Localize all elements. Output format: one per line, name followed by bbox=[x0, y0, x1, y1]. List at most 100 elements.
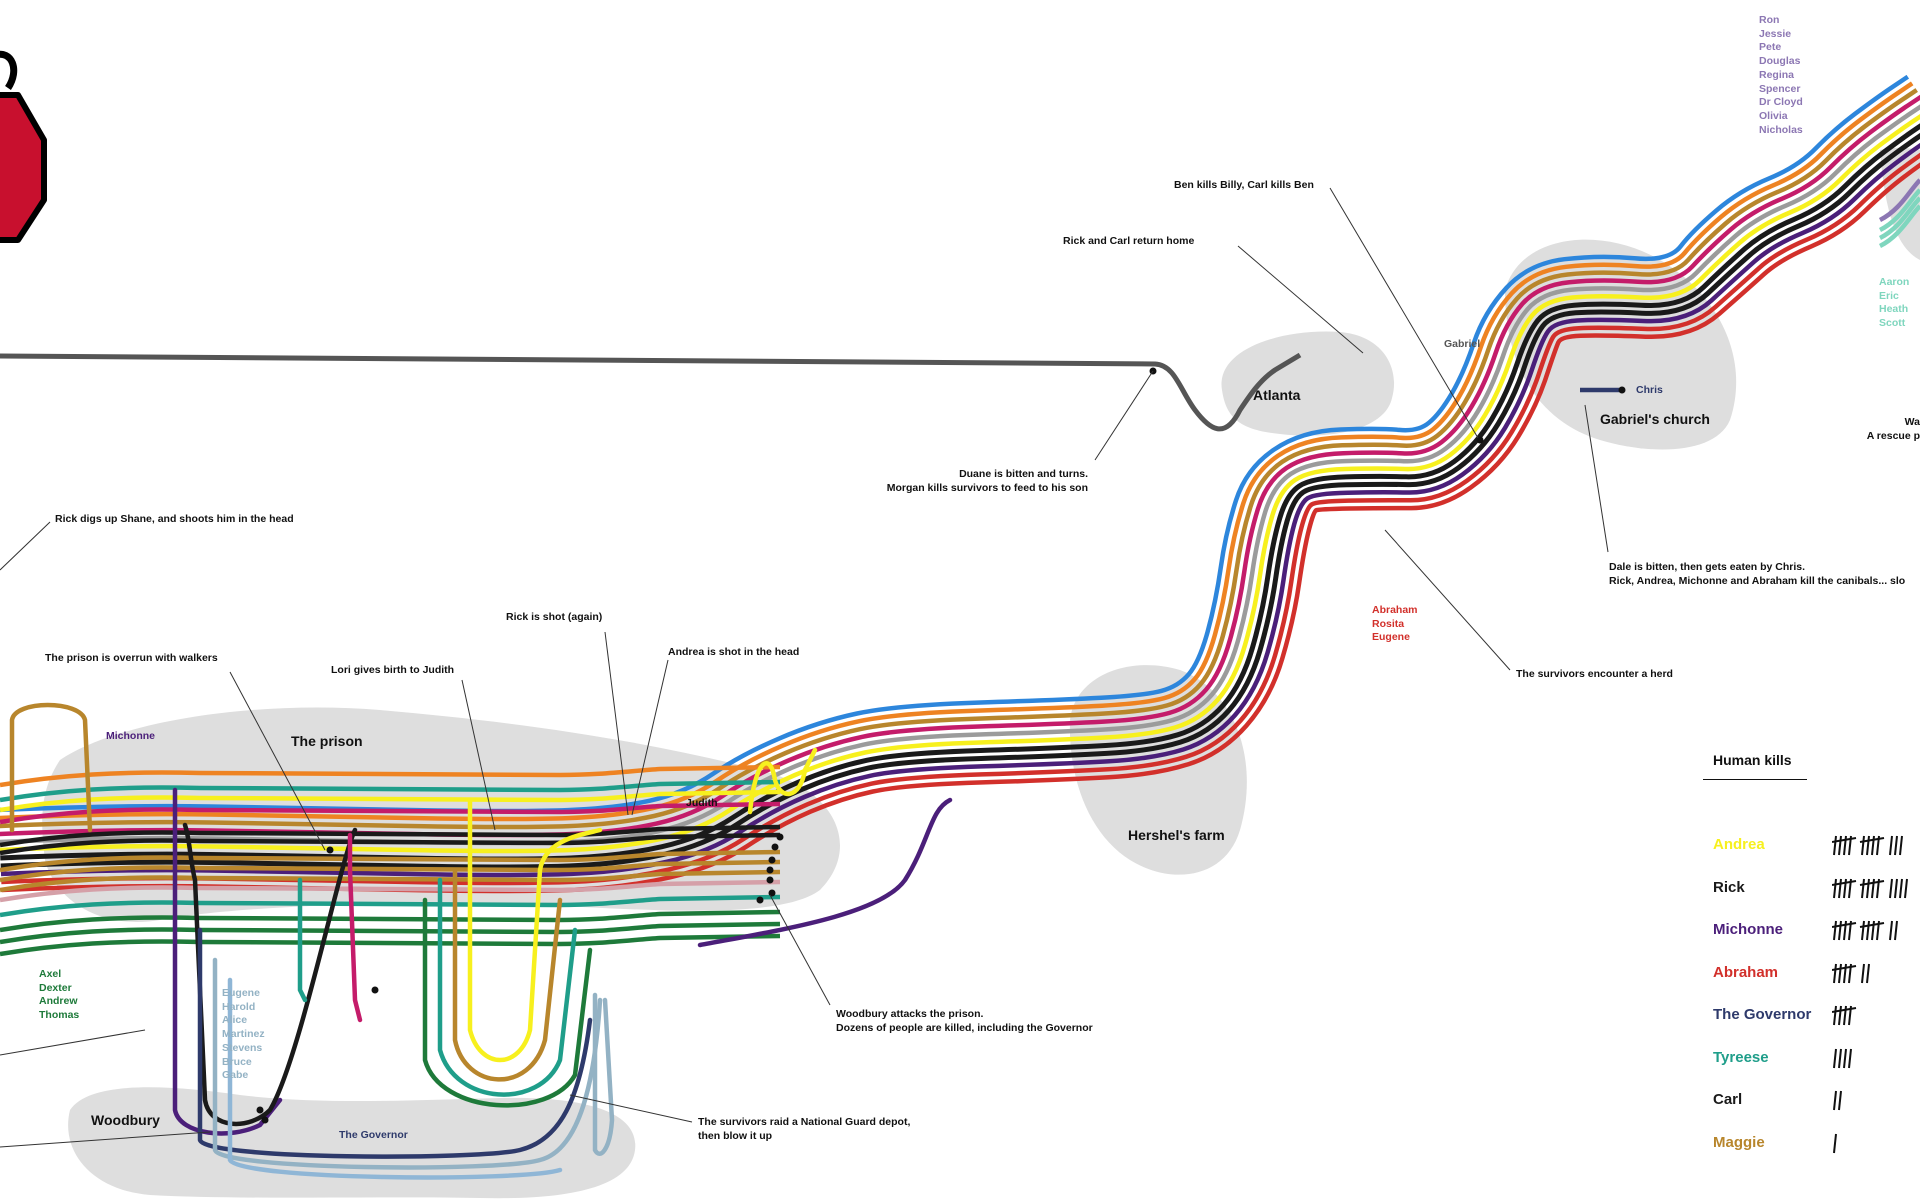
prison-character-line bbox=[0, 859, 781, 883]
event-rick-shot: Rick is shot (again) bbox=[506, 611, 603, 623]
label-the-governor: The Governor bbox=[339, 1129, 408, 1141]
kill-name-the-governor: The Governor bbox=[1713, 1006, 1812, 1023]
loop-line bbox=[467, 797, 603, 1063]
prison-character-line bbox=[0, 832, 781, 856]
character-line bbox=[0, 113, 1920, 854]
event-lori: Lori gives birth to Judith bbox=[331, 664, 455, 676]
stop-dot bbox=[766, 876, 774, 884]
tally-mark bbox=[1833, 963, 1837, 983]
tally-mark bbox=[1838, 1048, 1842, 1068]
stop-dot bbox=[326, 846, 334, 854]
alexandria-dr-cloyd: Dr Cloyd bbox=[1759, 96, 1803, 109]
prison-character-line bbox=[0, 824, 781, 848]
event-rescue: Wa A rescue p bbox=[1866, 416, 1920, 443]
tally-mark bbox=[1861, 963, 1865, 983]
tally-mark bbox=[1833, 878, 1837, 898]
tally-mark bbox=[1838, 878, 1842, 898]
human-kills-underline bbox=[1703, 779, 1807, 780]
loop-line bbox=[9, 702, 93, 833]
place-gabriels-church: Gabriel's church bbox=[1600, 411, 1710, 427]
recruiter-scott: Scott bbox=[1879, 317, 1906, 330]
prisoner-dexter: Dexter bbox=[39, 981, 72, 994]
place-hershels-farm: Hershel's farm bbox=[1128, 827, 1225, 843]
tally-strike bbox=[1832, 922, 1857, 928]
label-michonne: Michonne bbox=[106, 730, 155, 742]
prison-character-line bbox=[0, 764, 781, 788]
place-woodbury: Woodbury bbox=[91, 1112, 160, 1128]
character-line bbox=[0, 132, 1920, 870]
alexandria-nicholas: Nicholas bbox=[1759, 123, 1803, 136]
recruiter-eric: Eric bbox=[1879, 289, 1899, 302]
event-shane: Rick digs up Shane, and shoots him in th… bbox=[55, 513, 294, 525]
place-atlanta: Atlanta bbox=[1253, 387, 1301, 403]
kill-name-maggie: Maggie bbox=[1713, 1133, 1765, 1151]
depot-harold: Harold bbox=[222, 1000, 256, 1013]
tally-mark bbox=[1838, 835, 1842, 856]
new-arrivals-line bbox=[1878, 196, 1920, 241]
character-line bbox=[0, 142, 1920, 878]
tally-mark bbox=[1838, 920, 1842, 941]
prisoner-thomas: Thomas bbox=[39, 1009, 80, 1022]
tally-mark bbox=[1861, 878, 1865, 898]
label-chris: Chris bbox=[1636, 384, 1663, 396]
kill-tally bbox=[1832, 1005, 1857, 1026]
abraham-group-eugene: Eugene bbox=[1372, 631, 1410, 644]
tally-strike bbox=[1859, 922, 1885, 928]
tally-mark bbox=[1866, 963, 1870, 983]
event-return-home: Rick and Carl return home bbox=[1063, 235, 1195, 247]
loop-line bbox=[422, 897, 593, 1108]
abraham-group-abraham: Abraham bbox=[1372, 604, 1418, 616]
stop-sign-icon bbox=[0, 50, 47, 243]
tally-mark bbox=[1861, 920, 1865, 941]
loop-line bbox=[747, 747, 818, 815]
kill-tally bbox=[1832, 920, 1898, 941]
depot-eugene: Eugene bbox=[222, 987, 260, 999]
loop-line bbox=[437, 877, 578, 1097]
event-ben-kills: Ben kills Billy, Carl kills Ben bbox=[1174, 179, 1314, 191]
character-line bbox=[0, 123, 1920, 862]
event-dale: Dale is bitten, then gets eaten by Chris… bbox=[1609, 561, 1905, 588]
prison-character-line bbox=[0, 933, 781, 957]
event-prison-overrun: The prison is overrun with walkers bbox=[45, 652, 218, 664]
tally-mark bbox=[1866, 878, 1870, 898]
kill-tally bbox=[1832, 963, 1870, 983]
kill-name-rick: Rick bbox=[1713, 878, 1745, 896]
tally-mark bbox=[1848, 1048, 1852, 1068]
depot-stevens: Stevens bbox=[222, 1041, 263, 1054]
new-arrivals-line bbox=[1878, 178, 1920, 223]
kill-name-abraham: Abraham bbox=[1713, 963, 1779, 981]
tally-mark bbox=[1904, 878, 1908, 898]
label-gabriel: Gabriel bbox=[1444, 338, 1481, 350]
stop-dot bbox=[261, 1116, 269, 1124]
loop-line bbox=[347, 832, 363, 1023]
event-depot-line1: The survivors raid a National Guard depo… bbox=[698, 1116, 911, 1128]
loop-line bbox=[212, 957, 603, 1170]
human-kills-title: Human kills bbox=[1713, 752, 1792, 768]
kill-tally bbox=[1832, 878, 1908, 898]
stop-dot bbox=[256, 1106, 264, 1114]
tally-mark bbox=[1866, 835, 1870, 856]
stop-dot bbox=[1476, 436, 1484, 444]
event-rescue-line2: A rescue p bbox=[1866, 429, 1920, 442]
stop-dot bbox=[771, 843, 779, 851]
alexandria-ron: Ron bbox=[1759, 14, 1780, 26]
alexandria-pete: Pete bbox=[1759, 41, 1782, 54]
tally-strike bbox=[1832, 837, 1857, 843]
event-dale-line1: Dale is bitten, then gets eaten by Chris… bbox=[1609, 561, 1806, 573]
list-recruiters: Aaron Eric Heath Scott bbox=[1879, 276, 1909, 331]
tally-mark bbox=[1833, 920, 1837, 941]
event-duane: Duane is bitten and turns. Morgan kills … bbox=[876, 468, 1088, 495]
event-herd: The survivors encounter a herd bbox=[1516, 668, 1673, 680]
prison-character-line bbox=[0, 801, 781, 825]
stop-dot bbox=[1618, 386, 1626, 394]
loop-line bbox=[452, 867, 563, 1082]
tally-mark bbox=[1833, 1090, 1837, 1111]
depot-alice: Alice bbox=[222, 1014, 248, 1027]
tally-mark bbox=[1838, 1090, 1842, 1111]
event-woodbury-attack-line2: Dozens of people are killed, including t… bbox=[836, 1021, 1093, 1034]
alexandria-spencer: Spencer bbox=[1759, 82, 1801, 95]
loop-line bbox=[197, 927, 593, 1159]
loop-line bbox=[182, 822, 358, 1127]
event-duane-line1: Duane is bitten and turns. bbox=[959, 468, 1088, 480]
event-duane-line2: Morgan kills survivors to feed to his so… bbox=[886, 481, 1088, 494]
